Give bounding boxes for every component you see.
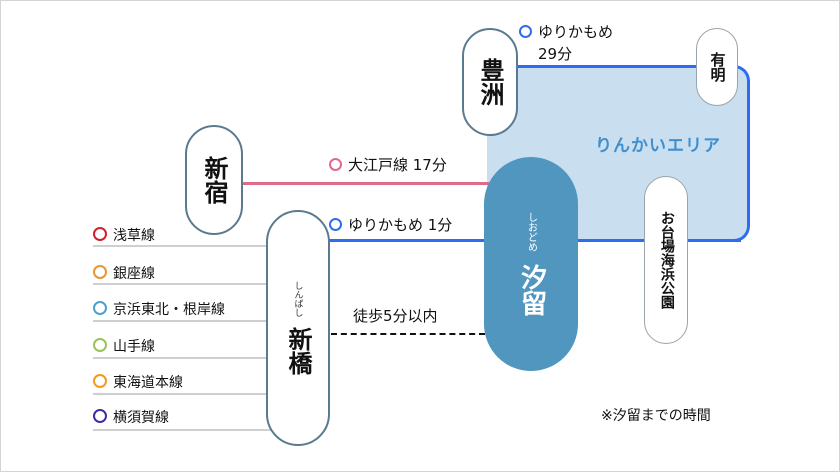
- station-toyosu-name: 豊洲: [476, 58, 504, 106]
- walk-label: 徒歩5分以内: [353, 307, 438, 325]
- legend-line-3: [93, 320, 271, 322]
- yurikamome-shimbashi-text: ゆりかもめ 1分: [348, 216, 453, 234]
- oedo-line: [241, 182, 489, 185]
- station-shinjuku-name: 新宿: [200, 156, 228, 204]
- oedo-label-text: 大江戸線 17分: [348, 156, 447, 174]
- yurikamome-toyosu-label: ゆりかもめ: [519, 21, 613, 42]
- station-shinjuku[interactable]: 新宿: [185, 125, 243, 235]
- station-odaiba[interactable]: お台場海浜公園: [644, 176, 688, 344]
- legend-keihin-ring-icon: [93, 301, 107, 315]
- legend-yokosuka-ring-icon: [93, 409, 107, 423]
- yurikamome-shimbashi-label: ゆりかもめ 1分: [329, 214, 452, 235]
- station-shiodome-name: 汐留: [516, 264, 547, 316]
- station-shiodome-ruby: しおどめ: [525, 212, 537, 252]
- legend-asakusa-ring-icon: [93, 227, 107, 241]
- rinkai-area-label: りんかいエリア: [595, 136, 721, 156]
- yurikamome-toyosu-time: 29分: [538, 45, 573, 63]
- legend-ginza-label: 銀座線: [113, 266, 155, 282]
- legend-yamanote-ring-icon: [93, 338, 107, 352]
- legend-yamanote: 山手線: [93, 336, 155, 356]
- oedo-marker-icon: [329, 158, 342, 171]
- station-shimbashi-name: 新橋: [284, 327, 312, 375]
- legend-line-4: [93, 357, 271, 359]
- yurikamome-marker-icon: [519, 25, 532, 38]
- legend-tokaido: 東海道本線: [93, 372, 183, 392]
- legend-asakusa-label: 浅草線: [113, 228, 155, 244]
- legend-tokaido-label: 東海道本線: [113, 375, 183, 391]
- walk-dashed-line: [331, 333, 485, 335]
- legend-ginza-ring-icon: [93, 265, 107, 279]
- legend-tokaido-ring-icon: [93, 374, 107, 388]
- station-shimbashi[interactable]: しんばし 新橋: [266, 210, 330, 446]
- legend-keihin-tohoku: 京浜東北・根岸線: [93, 299, 225, 319]
- footnote: ※汐留までの時間: [601, 408, 711, 424]
- station-ariake[interactable]: 有明: [696, 28, 738, 106]
- oedo-label: 大江戸線 17分: [329, 154, 447, 175]
- station-toyosu[interactable]: 豊洲: [462, 28, 518, 136]
- yurikamome-line-shimbashi: [327, 239, 489, 242]
- legend-yokosuka: 横須賀線: [93, 407, 169, 427]
- legend-asakusa: 浅草線: [93, 225, 155, 245]
- station-ariake-name: 有明: [708, 52, 727, 82]
- legend-line-5: [93, 393, 271, 395]
- yurikamome-shimbashi-marker-icon: [329, 218, 342, 231]
- station-shimbashi-ruby: しんばし: [292, 281, 303, 317]
- legend-line-1: [93, 245, 271, 247]
- legend-yamanote-label: 山手線: [113, 339, 155, 355]
- legend-line-2: [93, 283, 271, 285]
- station-odaiba-name: お台場海浜公園: [658, 211, 675, 309]
- station-shiodome[interactable]: しおどめ 汐留: [484, 157, 578, 371]
- yurikamome-line-top: [507, 65, 737, 68]
- yurikamome-toyosu-line: ゆりかもめ: [538, 23, 614, 41]
- legend-ginza: 銀座線: [93, 263, 155, 283]
- legend-keihin-label: 京浜東北・根岸線: [113, 302, 225, 318]
- legend-yokosuka-label: 横須賀線: [113, 410, 169, 426]
- legend-line-6: [93, 429, 271, 431]
